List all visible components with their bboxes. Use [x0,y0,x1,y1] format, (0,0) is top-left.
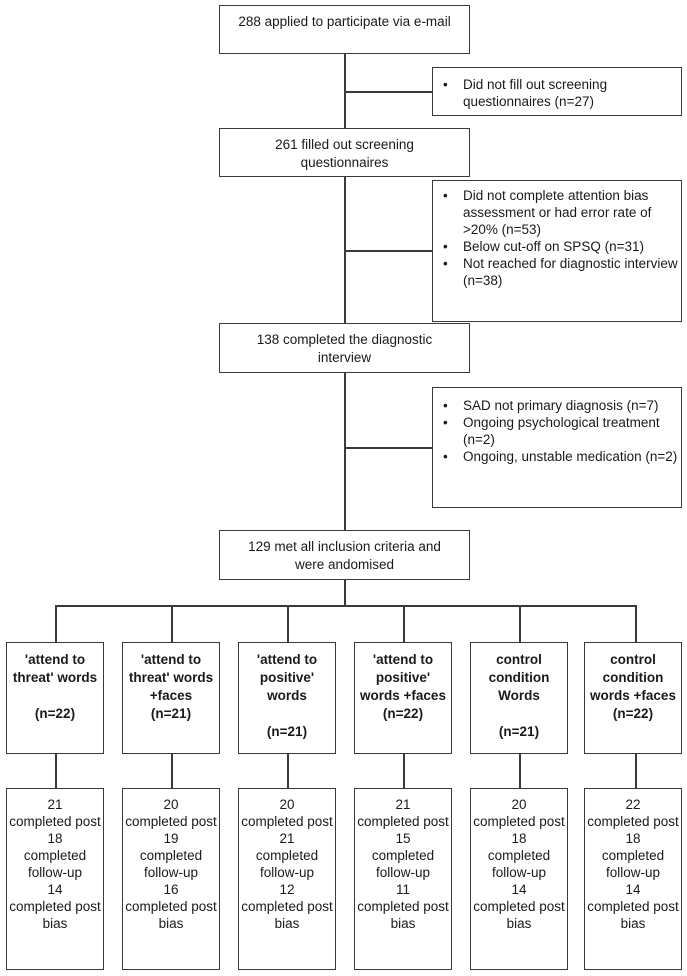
bias-label: completed post bias [9,899,101,931]
connector-line [55,754,57,788]
connector-line [344,250,432,252]
followup-label: completed follow-up [23,848,87,880]
arm-n: (n=21) [266,724,308,739]
post-count: 20 [163,797,179,812]
bias-count: 11 [395,882,410,897]
followup-count: 19 [163,831,179,846]
post-count: 21 [395,797,411,812]
bias-label: completed post bias [473,899,565,931]
bias-count: 12 [279,882,295,897]
exclusion-item: Ongoing psychological treatment (n=2) [433,414,681,448]
followup-count: 18 [511,831,527,846]
bias-count: 14 [511,882,527,897]
interviewed-box: 138 completed the diagnostic interview [219,323,470,373]
followup-label: completed follow-up [487,848,551,880]
connector-line [635,754,637,788]
connector-line [55,605,57,642]
post-count: 20 [511,797,527,812]
arm-label: 'attend to positive' words [256,652,318,703]
arm-box-2: 'attend to threat' words +faces (n=21) [122,642,220,754]
followup-label: completed follow-up [601,848,665,880]
connector-line [635,605,637,642]
arm-label: 'attend to threat' words +faces [128,652,214,703]
bias-count: 16 [163,882,179,897]
arm-box-3: 'attend to positive' words (n=21) [238,642,336,754]
post-label: completed post [587,814,679,829]
bias-label: completed post bias [587,899,679,931]
outcome-box-1: 21 completed post 18 completed follow-up… [6,788,104,970]
screened-text: 261 filled out screening questionnaires [275,137,414,170]
arm-n: (n=22) [34,706,76,721]
randomised-box: 129 met all inclusion criteria and were … [219,530,470,580]
connector-line [287,605,289,642]
connector-line [344,91,432,93]
followup-label: completed follow-up [139,848,203,880]
post-label: completed post [473,814,565,829]
applied-text: 288 applied to participate via e-mail [238,14,451,29]
connector-line [344,447,432,449]
interviewed-text: 138 completed the diagnostic interview [256,332,433,365]
connector-line [519,605,521,642]
exclusion-box-2: Did not complete attention bias assessme… [432,180,682,322]
exclusion-item: Did not fill out screening questionnaire… [433,76,681,110]
post-label: completed post [125,814,217,829]
followup-label: completed follow-up [255,848,319,880]
connector-line [344,580,346,606]
post-label: completed post [241,814,333,829]
outcome-box-2: 20 completed post 19 completed follow-up… [122,788,220,970]
screened-box: 261 filled out screening questionnaires [219,128,470,177]
exclusion-item: SAD not primary diagnosis (n=7) [433,397,681,414]
post-count: 21 [47,797,63,812]
followup-count: 21 [279,831,295,846]
bias-label: completed post bias [241,899,333,931]
exclusion-item: Did not complete attention bias assessme… [433,187,681,238]
post-count: 20 [279,797,295,812]
arm-label: control condition words +faces [590,652,676,703]
connector-line [403,754,405,788]
arm-label: 'attend to positive' words +faces [360,652,446,703]
followup-label: completed follow-up [371,848,435,880]
exclusion-box-1: Did not fill out screening questionnaire… [432,67,682,116]
followup-count: 15 [395,831,411,846]
connector-line [403,605,405,642]
bias-count: 14 [625,882,641,897]
randomised-text: 129 met all inclusion criteria and were … [248,539,441,572]
connector-line [55,605,635,607]
bias-count: 14 [47,882,63,897]
connector-line [519,754,521,788]
exclusion-item: Ongoing, unstable medication (n=2) [433,448,681,465]
post-label: completed post [9,814,101,829]
bias-label: completed post bias [125,899,217,931]
outcome-box-6: 22 completed post 18 completed follow-up… [584,788,682,970]
connector-line [171,605,173,642]
outcome-box-3: 20 completed post 21 completed follow-up… [238,788,336,970]
exclusion-item: Below cut-off on SPSQ (n=31) [433,238,681,255]
arm-label: 'attend to threat' words [12,652,98,685]
arm-n: (n=21) [150,706,192,721]
outcome-box-4: 21 completed post 15 completed follow-up… [354,788,452,970]
arm-n: (n=21) [498,724,540,739]
arm-box-1: 'attend to threat' words (n=22) [6,642,104,754]
connector-line [171,754,173,788]
followup-count: 18 [47,831,63,846]
arm-box-5: control condition Words (n=21) [470,642,568,754]
arm-label: control condition Words [488,652,550,703]
arm-box-6: control condition words +faces (n=22) [584,642,682,754]
connector-line [344,373,346,530]
post-count: 22 [625,797,641,812]
exclusion-box-3: SAD not primary diagnosis (n=7) Ongoing … [432,387,682,508]
followup-count: 18 [625,831,641,846]
arm-n: (n=22) [612,706,654,721]
outcome-box-5: 20 completed post 18 completed follow-up… [470,788,568,970]
applied-box: 288 applied to participate via e-mail [219,5,470,54]
arm-n: (n=22) [382,706,424,721]
arm-box-4: 'attend to positive' words +faces (n=22) [354,642,452,754]
bias-label: completed post bias [357,899,449,931]
exclusion-item: Not reached for diagnostic interview (n=… [433,255,681,289]
post-label: completed post [357,814,449,829]
connector-line [287,754,289,788]
